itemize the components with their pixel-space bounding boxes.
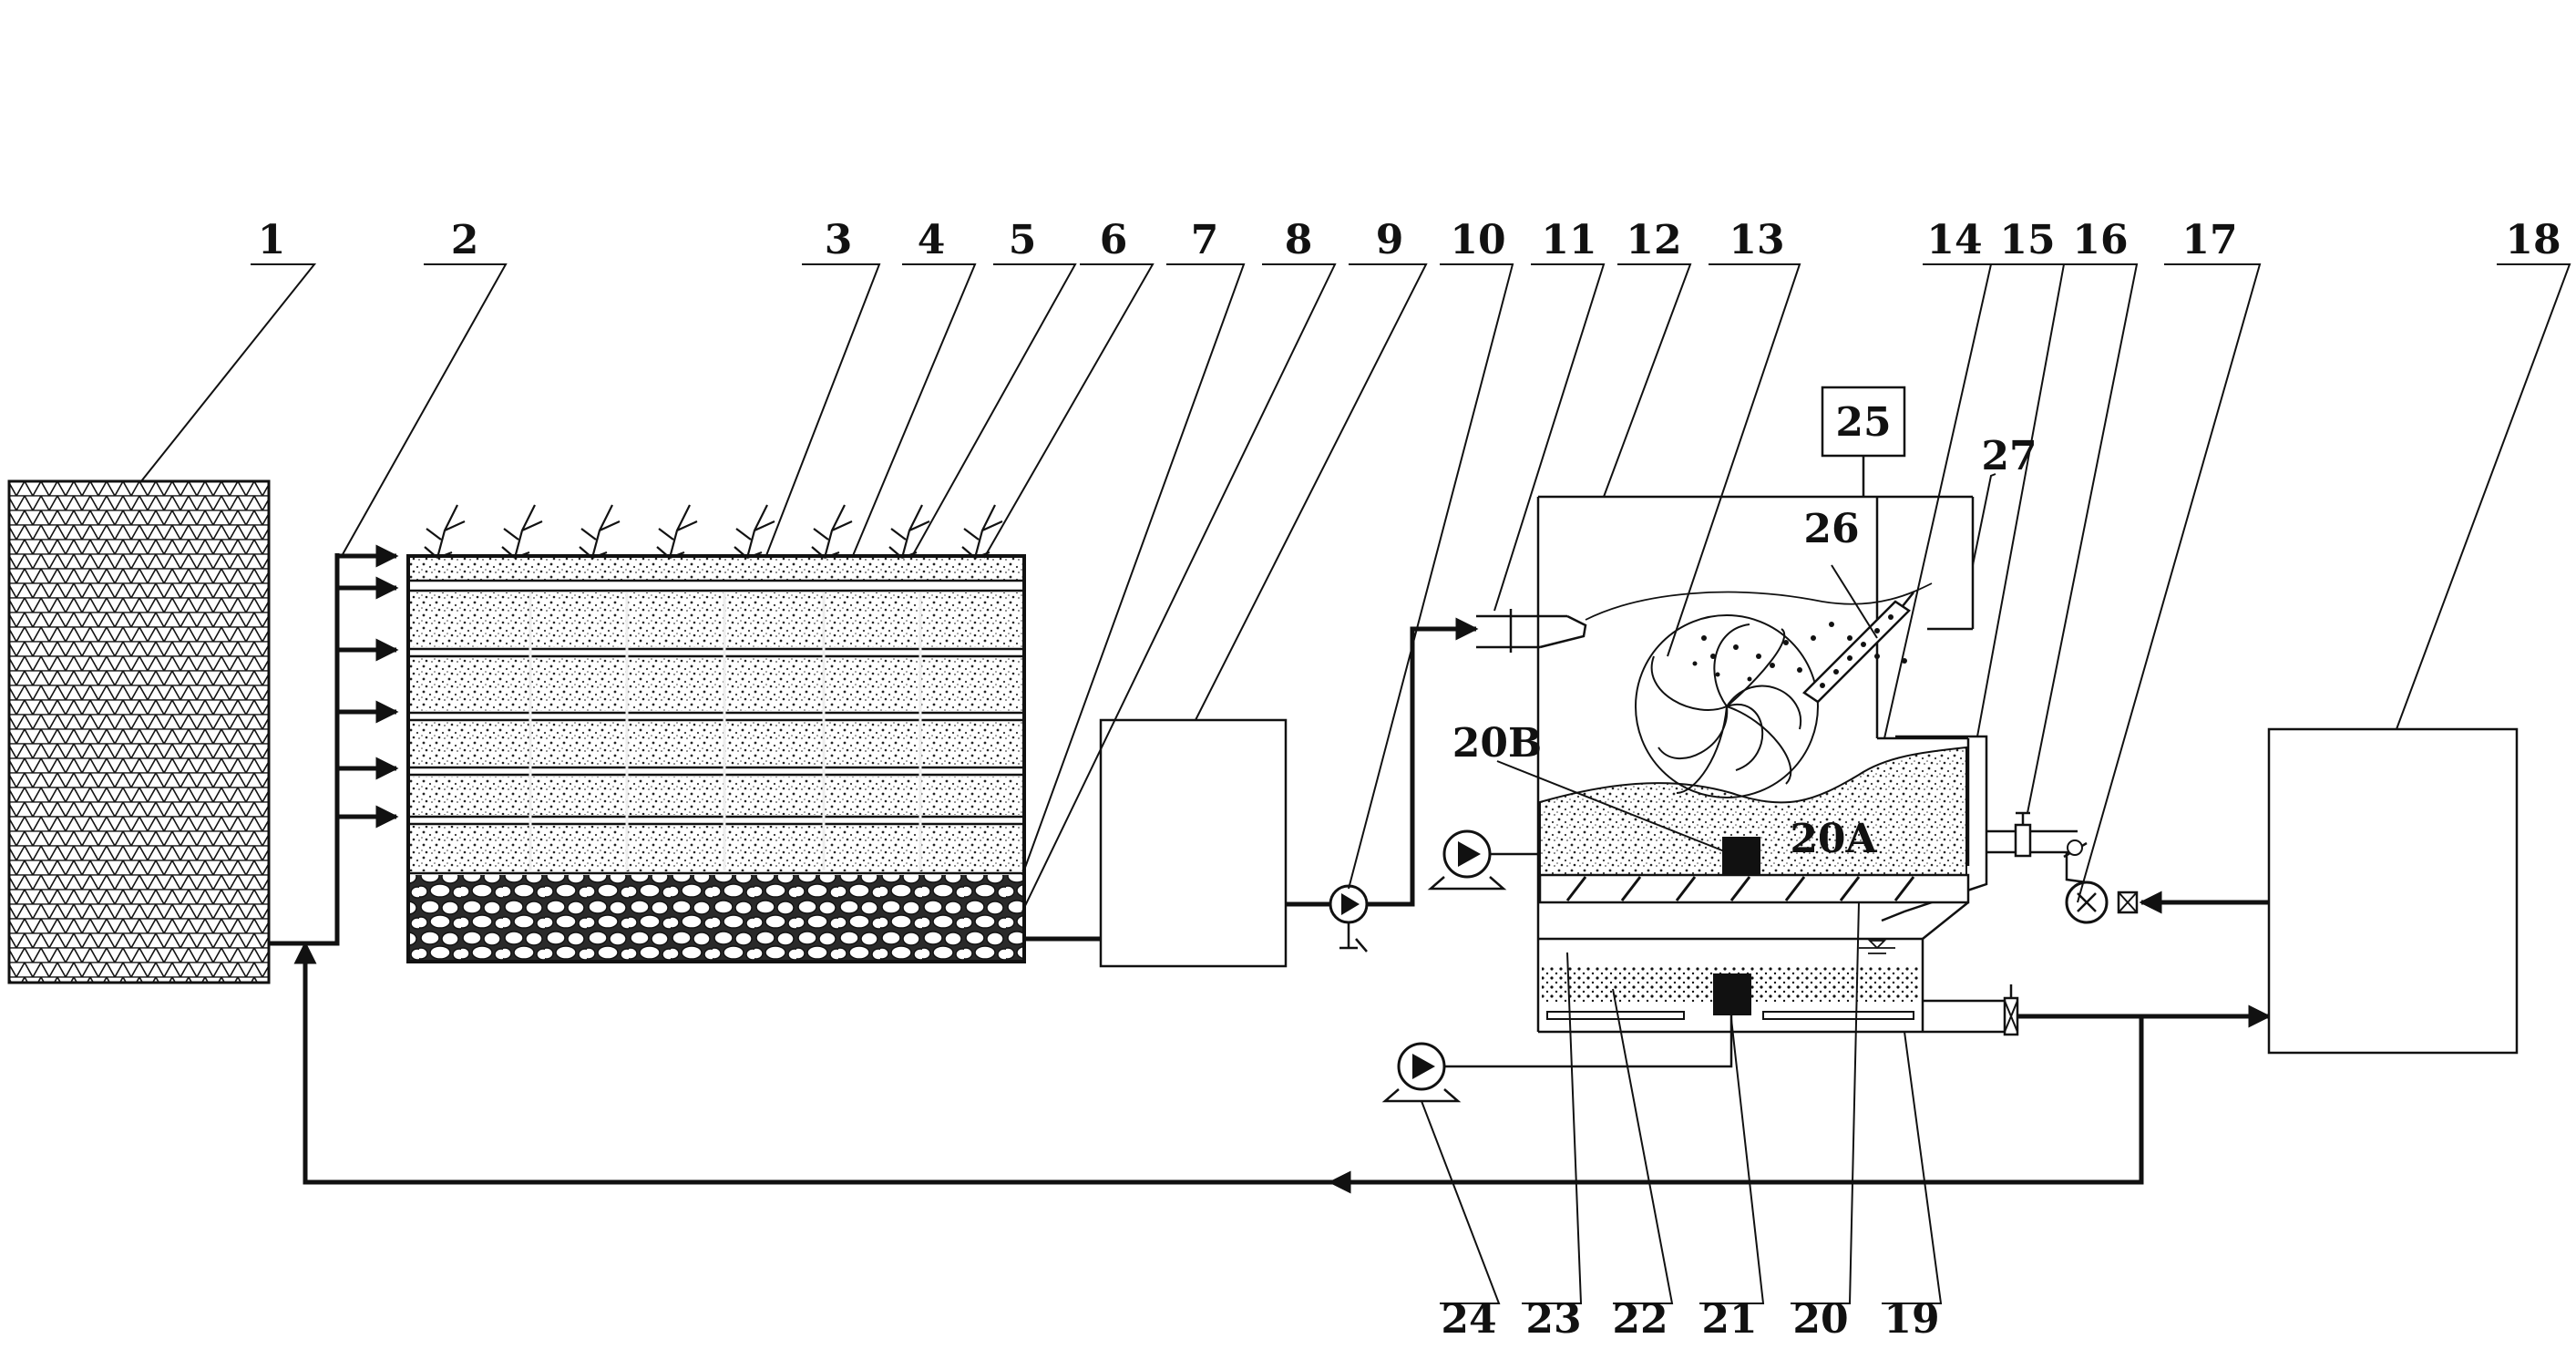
return-pipe	[293, 941, 2144, 1185]
recycle-pump-upper	[1427, 829, 1538, 891]
label-6: 6	[1100, 217, 1128, 263]
storage-tank	[2267, 727, 2519, 1055]
control-box	[1821, 386, 1906, 458]
label-8: 8	[1285, 217, 1313, 263]
aerator-block-lower	[1713, 973, 1751, 1015]
label-4: 4	[918, 217, 946, 263]
label-20B: 20B	[1452, 720, 1542, 767]
label-11: 11	[1541, 217, 1596, 263]
label-10: 10	[1450, 217, 1505, 263]
intermediate-tank	[1099, 718, 1288, 968]
leader-lines	[140, 263, 2571, 1304]
label-5: 5	[1009, 217, 1037, 263]
label-27: 27	[1981, 433, 2037, 479]
pipe-1-to-2	[269, 553, 340, 946]
manifold-arrows	[337, 544, 399, 829]
dosing-pump	[2063, 839, 2139, 924]
label-14: 14	[1926, 217, 1982, 263]
lift-pump	[1329, 884, 1369, 953]
outlet-valve-lower	[1923, 984, 2019, 1036]
label-18: 18	[2505, 217, 2561, 263]
pipe-10-to-11	[1367, 617, 1479, 907]
label-15: 15	[1999, 217, 2055, 263]
label-25: 25	[1835, 399, 1891, 446]
label-20A: 20A	[1790, 816, 1877, 862]
label-12: 12	[1626, 217, 1681, 263]
label-23: 23	[1525, 1296, 1581, 1343]
inclined-collector	[1802, 600, 1911, 704]
label-19: 19	[1883, 1296, 1939, 1343]
label-16: 16	[2072, 217, 2128, 263]
source-block	[7, 479, 271, 984]
label-21: 21	[1701, 1296, 1757, 1343]
label-24: 24	[1441, 1296, 1496, 1343]
reactor	[1536, 495, 1988, 1034]
outlet-valve-upper	[1986, 811, 2078, 858]
label-26: 26	[1803, 506, 1859, 552]
label-9: 9	[1376, 217, 1404, 263]
aerator-block-upper	[1722, 837, 1760, 875]
part-labels: 1 2 3 4 5 6 7 8 9 10 11 12 13 14 15 16 1…	[258, 217, 2561, 1343]
label-3: 3	[825, 217, 853, 263]
label-17: 17	[2181, 217, 2237, 263]
label-13: 13	[1729, 217, 1784, 263]
label-20: 20	[1792, 1296, 1848, 1343]
label-7: 7	[1191, 217, 1219, 263]
label-22: 22	[1612, 1296, 1668, 1343]
recycle-pump-lower	[1381, 1015, 1733, 1103]
constructed-wetland	[406, 554, 1026, 963]
spiral-particles	[1692, 622, 1907, 682]
spiral-separator	[1635, 614, 1819, 798]
label-2: 2	[451, 217, 479, 263]
label-1: 1	[258, 217, 286, 263]
wetland-plants	[424, 504, 1003, 560]
inlet-nozzle	[1476, 609, 1587, 653]
